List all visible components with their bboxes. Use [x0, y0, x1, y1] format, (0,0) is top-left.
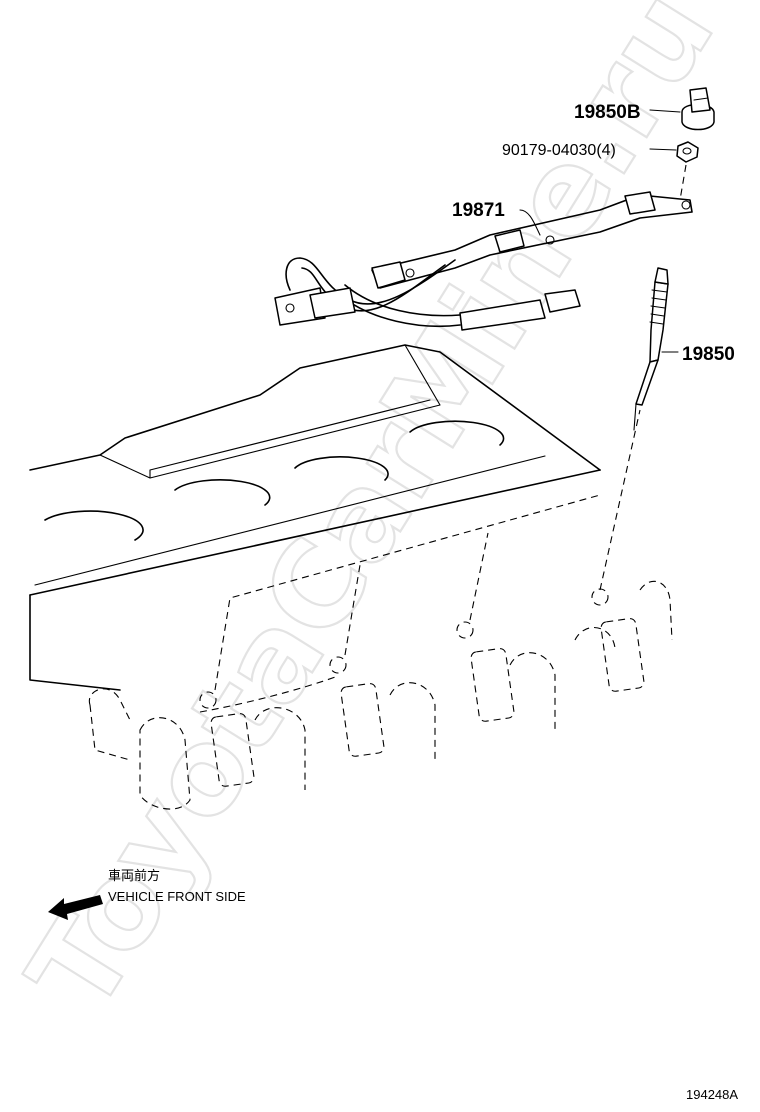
glow-plug-wire-illustration	[274, 191, 693, 331]
cylinder-head	[29, 344, 601, 691]
illustration-ref: 194248A	[686, 1087, 738, 1102]
glow-plug-illustration	[599, 267, 669, 591]
clamp-illustration	[681, 87, 715, 131]
leader-nut	[649, 148, 677, 151]
part-label-wire[interactable]: 19871	[452, 200, 505, 221]
port-face	[88, 494, 673, 810]
part-label-glow-plug[interactable]: 19850	[682, 344, 735, 365]
part-label-nut[interactable]: 90179-04030(4)	[502, 142, 616, 159]
direction-note-english: VEHICLE FRONT SIDE	[108, 889, 246, 904]
part-label-clamp[interactable]: 19850B	[574, 102, 641, 123]
arrow-left-icon	[48, 895, 103, 920]
leader-wire	[519, 209, 541, 236]
leader-clamp	[649, 109, 681, 113]
direction-note-japanese: 車両前方	[108, 868, 160, 883]
vehicle-front-indicator: 車両前方 VEHICLE FRONT SIDE	[48, 868, 246, 920]
nut-illustration	[676, 141, 699, 201]
